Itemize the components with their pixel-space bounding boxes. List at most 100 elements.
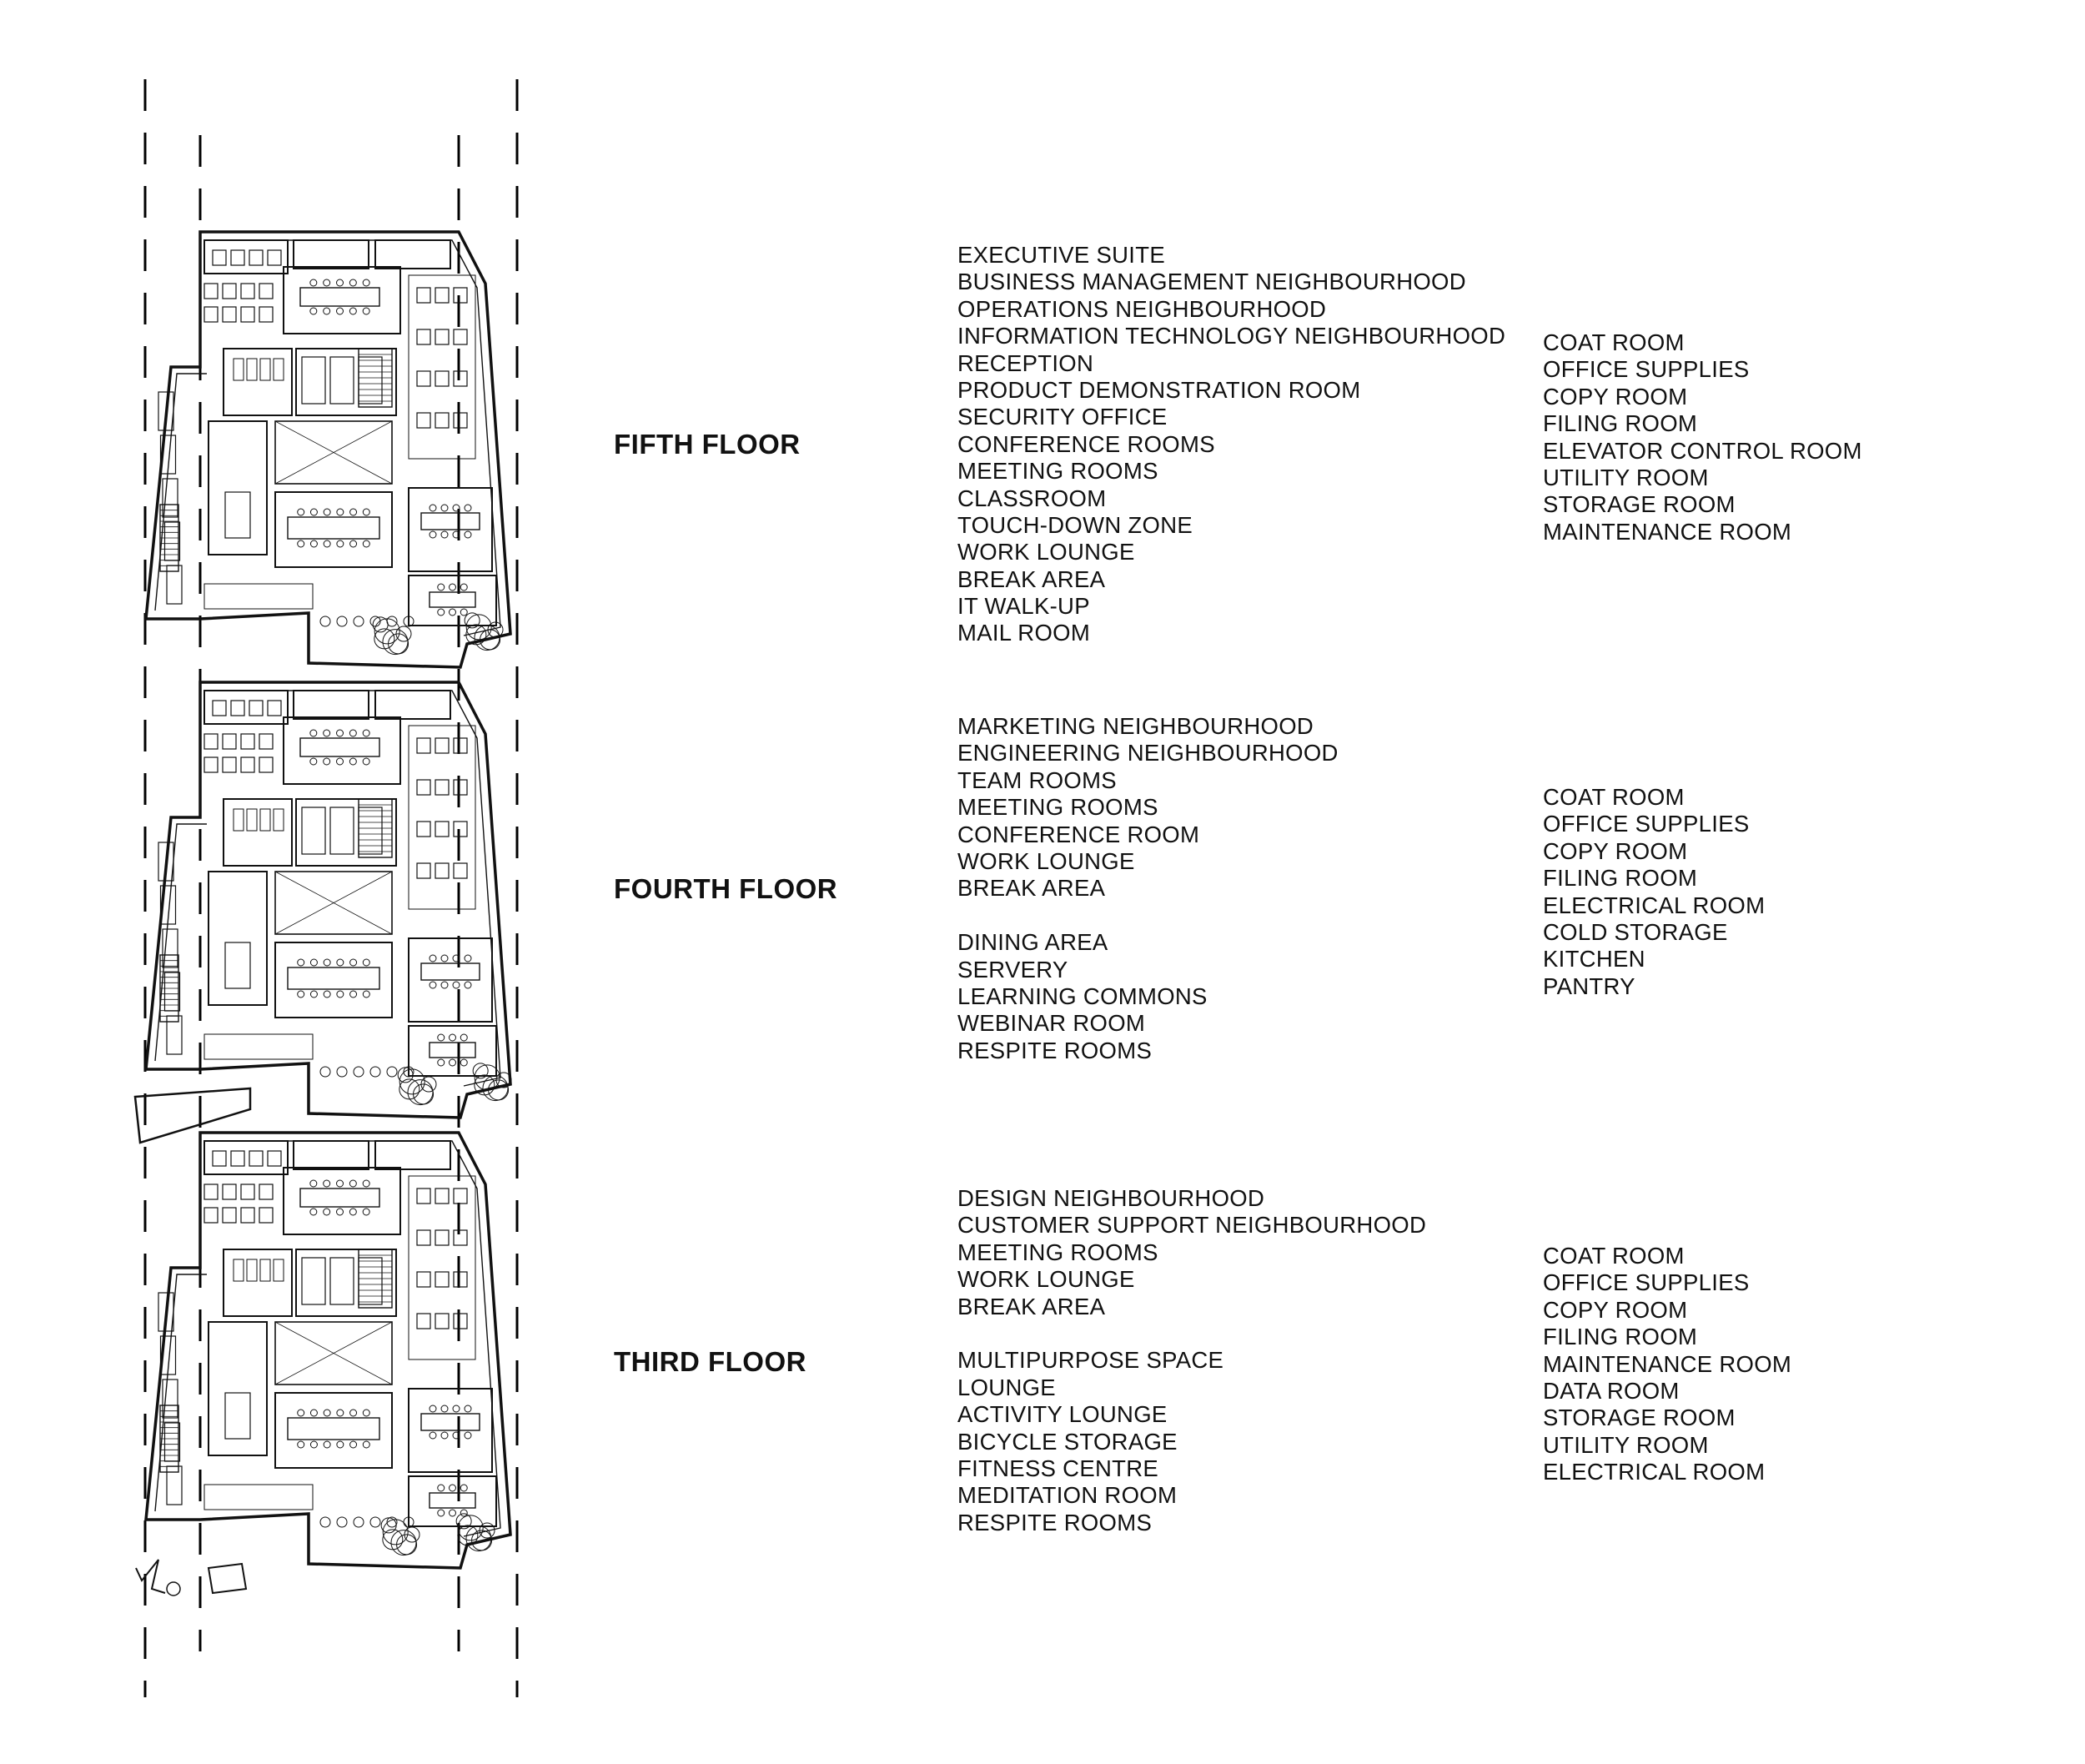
room-outline: [208, 1321, 268, 1456]
toilet-stall: [273, 808, 284, 832]
desk-icon: [222, 756, 237, 773]
desk-icon: [453, 1271, 468, 1288]
lounge-chair-icon: [386, 1066, 398, 1078]
desk-icon: [453, 329, 468, 345]
office-outline: [293, 1140, 369, 1170]
desk-icon: [259, 306, 274, 323]
list-item: MAINTENANCE ROOM: [1543, 518, 1792, 545]
chair-icon: [323, 729, 331, 737]
list-item: IT WALK-UP: [957, 593, 1090, 620]
conference-table-icon: [287, 967, 380, 990]
planter-icon: [374, 628, 395, 650]
chair-icon: [323, 508, 331, 516]
chair-icon: [437, 1058, 445, 1067]
conference-table-icon: [299, 1188, 380, 1208]
lounge-chair-icon: [386, 1516, 398, 1528]
desk-icon: [240, 1184, 255, 1200]
desk-icon: [203, 1207, 219, 1224]
meeting-room-outline: [408, 1475, 497, 1527]
chair-icon: [309, 958, 318, 967]
elevator-shaft: [358, 1257, 383, 1305]
list-item: PANTRY: [1543, 972, 1635, 999]
list-item: FILING ROOM: [1543, 865, 1698, 892]
planter-icon: [465, 1525, 492, 1552]
desk-icon: [416, 287, 431, 304]
chair-icon: [362, 1179, 370, 1188]
chair-icon: [297, 1440, 305, 1449]
chair-icon: [452, 530, 460, 539]
desk-icon: [416, 821, 431, 837]
chair-icon: [464, 981, 472, 989]
desk-icon: [249, 249, 264, 266]
interior-wall-outline: [154, 1274, 207, 1512]
desk-icon: [416, 737, 431, 754]
fourth-floor-spaces-list: MARKETING NEIGHBOURHOOD ENGINEERING NEIG…: [957, 713, 1339, 1064]
list-item: WORK LOUNGE: [957, 539, 1135, 565]
list-item: MEETING ROOMS: [957, 1239, 1158, 1265]
list-item: SECURITY OFFICE: [957, 404, 1168, 430]
list-item: MAIL ROOM: [957, 620, 1091, 646]
desk-icon: [259, 1207, 274, 1224]
desk-icon: [222, 733, 237, 750]
meeting-room-outline: [408, 1025, 497, 1077]
chair-icon: [460, 583, 468, 591]
entry-canopy-outline: [133, 1087, 252, 1144]
list-item: MEETING ROOMS: [957, 794, 1158, 821]
chair-icon: [460, 1033, 468, 1042]
meeting-room-outline: [408, 575, 497, 626]
lounge-chair-icon: [369, 1516, 381, 1528]
chair-icon: [449, 608, 456, 616]
exterior-wall-outline: [144, 1131, 512, 1570]
desk-icon: [240, 306, 255, 323]
desk-icon: [435, 370, 450, 387]
chair-icon: [349, 508, 358, 516]
desk-icon: [203, 283, 219, 299]
chair-icon: [460, 1058, 468, 1067]
office-outline: [374, 1140, 451, 1170]
toilet-stall: [233, 358, 244, 381]
chair-icon: [336, 1208, 344, 1216]
room-outline: [208, 871, 268, 1006]
toilet-stall: [233, 808, 244, 832]
desk-icon: [249, 1150, 264, 1167]
structural-grid-lines: [143, 79, 519, 1697]
chair-icon: [440, 1405, 449, 1413]
list-item: RECEPTION: [957, 349, 1094, 376]
conference-table-icon: [420, 1413, 480, 1431]
planter-icon: [380, 1517, 397, 1534]
list-item: INFORMATION TECHNOLOGY NEIGHBOURHOOD: [957, 323, 1506, 349]
elevator-core-outline: [295, 348, 397, 416]
chair-icon: [323, 1440, 331, 1449]
list-item: COAT ROOM: [1543, 1243, 1685, 1269]
list-item: COAT ROOM: [1543, 784, 1685, 810]
office-outline: [203, 690, 289, 725]
list-item: MARKETING NEIGHBOURHOOD: [957, 713, 1314, 739]
chair-icon: [309, 990, 318, 998]
atrium-outline: [274, 871, 393, 935]
chair-icon: [297, 508, 305, 516]
planter-icon: [482, 1075, 509, 1102]
list-item: RESPITE ROOMS: [957, 1509, 1153, 1535]
chair-icon: [309, 307, 318, 315]
desk-icon: [240, 756, 255, 773]
list-item: UTILITY ROOM: [1543, 1431, 1709, 1458]
fourth-floor-title: FOURTH FLOOR: [614, 873, 838, 904]
list-spacer: [957, 902, 1339, 929]
chair-icon: [429, 981, 437, 989]
elevator-shaft: [358, 356, 383, 405]
chair-icon: [336, 1409, 344, 1417]
atrium-void-cross: [274, 420, 393, 485]
conference-table-icon: [287, 516, 380, 540]
chair-icon: [449, 1484, 456, 1492]
chair-icon: [349, 757, 357, 766]
desk-icon: [222, 1207, 237, 1224]
chair-icon: [362, 757, 370, 766]
chair-icon: [460, 1509, 468, 1517]
desk-icon: [230, 700, 245, 716]
desk-icon: [259, 733, 274, 750]
planter-icon: [474, 1074, 495, 1096]
toilet-stall: [246, 1259, 258, 1282]
planter-icon: [455, 1513, 472, 1530]
list-item: BREAK AREA: [957, 565, 1106, 592]
